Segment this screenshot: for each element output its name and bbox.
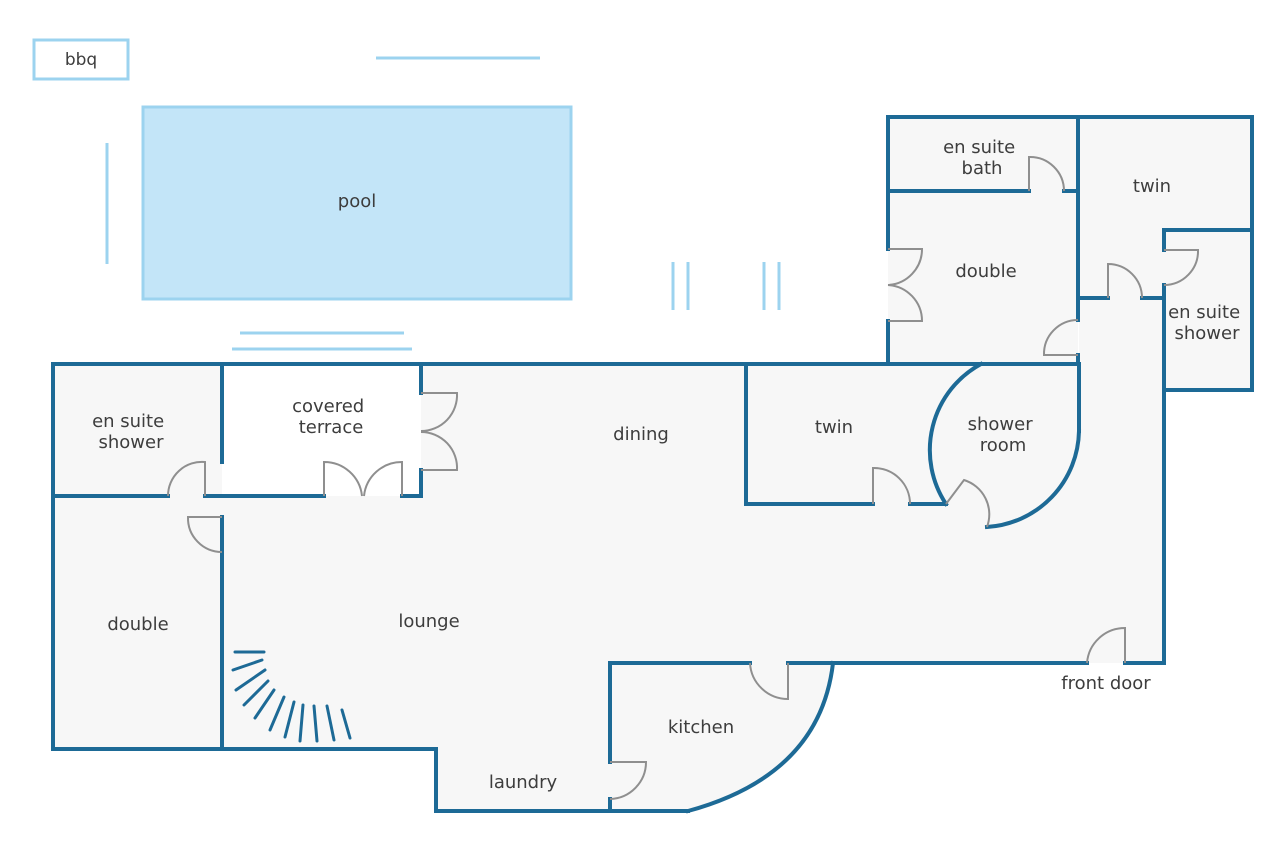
- bbq-box: [32, 38, 130, 81]
- label-twin-mid: twin: [815, 417, 853, 438]
- floor-en-suite-shower-west: [53, 364, 222, 496]
- floor-en-suite-bath: [888, 117, 1078, 191]
- door-en-suite-shower-ne: [1163, 249, 1200, 286]
- label-en-suite-shower-west: en suite shower: [92, 411, 170, 453]
- door-laundry: [609, 761, 648, 800]
- door-en-suite-shower-west: [166, 460, 206, 497]
- door-shower-room: [945, 478, 991, 528]
- label-laundry: laundry: [489, 772, 558, 793]
- floor-kitchen: [610, 663, 833, 811]
- door-kitchen: [749, 662, 789, 701]
- room-labels: en suite bath twin double en suite showe…: [92, 137, 1246, 793]
- label-shower-room: shower room: [968, 414, 1039, 456]
- door-front: [1086, 626, 1126, 664]
- label-double-ne: double: [955, 261, 1016, 282]
- door-en-suite-bath: [1028, 155, 1065, 192]
- door-double-ne-upper: [887, 248, 924, 286]
- spiral-stairs: [231, 650, 352, 743]
- bbq-label: bbq: [65, 50, 97, 70]
- pool: [141, 105, 573, 301]
- outdoor-area: bbq pool: [32, 38, 781, 351]
- door-dining-upper: [420, 392, 459, 433]
- floor-lounge-lower: [222, 600, 610, 749]
- floor-laundry: [436, 749, 610, 811]
- floor-hall-east: [1079, 298, 1164, 663]
- label-en-suite-shower-ne: en suite shower: [1168, 302, 1246, 344]
- label-double-west: double: [107, 614, 168, 635]
- label-lounge: lounge: [398, 611, 459, 632]
- door-twin-ne: [1107, 262, 1143, 299]
- door-terrace-right: [363, 460, 403, 497]
- door-double-west: [186, 516, 223, 553]
- label-covered-terrace: covered terrace: [292, 396, 370, 438]
- door-double-ne-hall: [1042, 319, 1079, 356]
- door-twin-mid: [872, 466, 911, 505]
- label-kitchen: kitchen: [668, 717, 734, 738]
- floor-double-ne: [888, 191, 1078, 364]
- doors: [166, 155, 1200, 800]
- walls: [51, 115, 1254, 814]
- floor-en-suite-shower-ne: [1164, 230, 1252, 390]
- label-twin-ne: twin: [1133, 176, 1171, 197]
- label-front-door: front door: [1061, 673, 1151, 694]
- door-double-ne-lower: [887, 284, 924, 322]
- door-dining-lower: [420, 430, 459, 471]
- label-en-suite-bath: en suite bath: [943, 137, 1021, 179]
- floor-covered-terrace-fill: [222, 364, 421, 496]
- label-dining: dining: [613, 424, 669, 445]
- pool-label: pool: [338, 191, 376, 212]
- door-terrace-left: [323, 460, 363, 497]
